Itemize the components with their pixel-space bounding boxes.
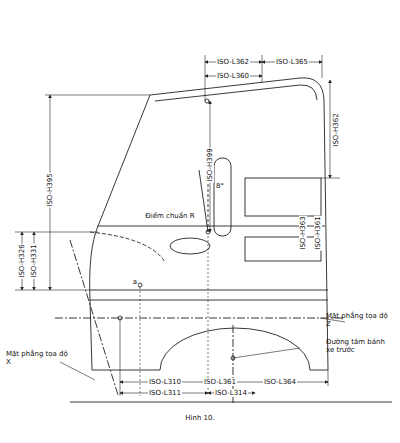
plane-label: Mặt phẳng tọa độ Z [325, 312, 391, 328]
dimension-label: ISO-H399 [206, 147, 214, 182]
dimension-label: ISO-H331 [30, 243, 38, 278]
reference-point-label: Điểm chuẩn R [144, 212, 195, 220]
dimension-label: ISO-L311 [148, 389, 182, 397]
angle-label: 8° [215, 182, 225, 190]
dimension-label: ISO-L314 [214, 389, 248, 397]
dimension-label: ISO-L362 [216, 58, 250, 66]
axis-label: Đường tâm bánh xe trước [325, 338, 391, 354]
dimension-label: ISO-H326 [18, 243, 26, 278]
dimension-label: ISO-L360 [216, 72, 250, 80]
dimension-label: ISO-H363 [299, 215, 307, 250]
dimension-label: ISO-L364 [263, 378, 297, 386]
dimension-label: ISO-L361 [203, 378, 237, 386]
dimension-label: ISO-H395 [46, 172, 54, 207]
dimension-label: ISO-L365 [275, 58, 309, 66]
plane-label: Mặt phẳng tọa độ X [5, 350, 71, 366]
dimension-label: ISO-H362 [332, 112, 340, 147]
dimension-label: ISO-H361 [314, 215, 322, 250]
dimension-label: ISO-L310 [148, 378, 182, 386]
point-label: a [132, 278, 138, 286]
figure-caption: Hình 10. [185, 414, 214, 422]
